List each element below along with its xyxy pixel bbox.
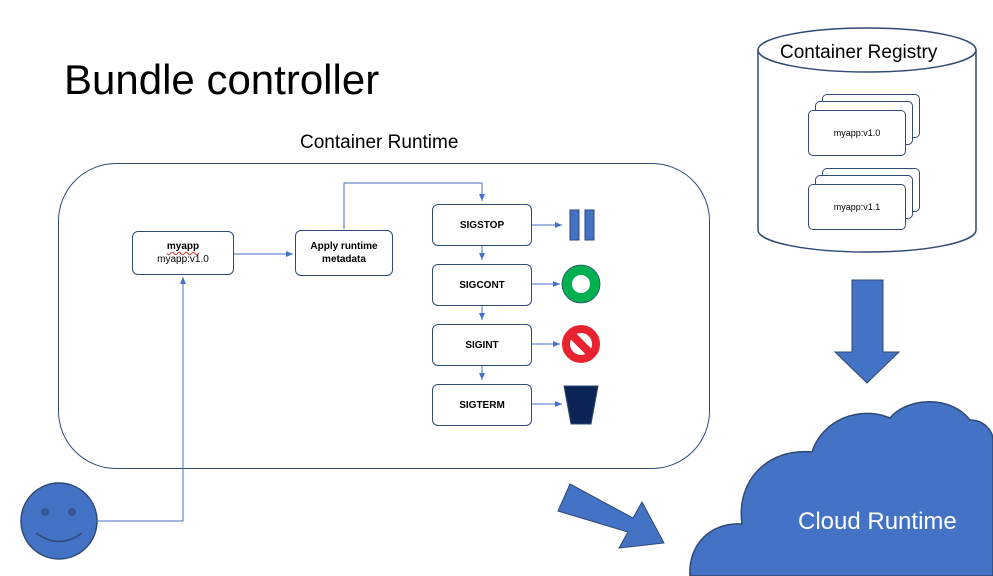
bucket-icon xyxy=(563,385,599,425)
user-smiley-icon xyxy=(20,482,98,560)
cloud-icon xyxy=(689,401,993,576)
sigint-node: SIGINT xyxy=(432,324,532,366)
sigcont-node: SIGCONT xyxy=(432,264,532,306)
sigterm-node: SIGTERM xyxy=(432,384,532,426)
container-runtime-box xyxy=(58,163,710,469)
image-card-myapp-v1-1: myapp:v1.1 xyxy=(808,184,906,230)
apply-metadata-node: Apply runtime metadata xyxy=(295,230,393,276)
pause-icon xyxy=(569,209,595,241)
arrow-apply-to-sigstop xyxy=(343,182,485,229)
arrow-user-to-app xyxy=(98,277,186,522)
container-runtime-label: Container Runtime xyxy=(300,132,459,153)
arrow-registry-down-icon xyxy=(833,279,901,384)
image-card-myapp-v1-0: myapp:v1.0 xyxy=(808,110,906,156)
app-node: myapp myapp:v1.0 xyxy=(132,231,234,275)
cloud-runtime-label: Cloud Runtime xyxy=(798,508,957,535)
arrow-to-cloud-icon xyxy=(557,483,665,549)
no-entry-icon xyxy=(562,325,600,363)
sigstop-node: SIGSTOP xyxy=(432,204,532,246)
registry-label: Container Registry xyxy=(780,42,938,63)
app-node-title: myapp xyxy=(166,241,200,252)
page-title: Bundle controller xyxy=(64,56,380,103)
app-node-subtitle: myapp:v1.0 xyxy=(157,254,209,265)
ring-icon xyxy=(561,264,601,304)
